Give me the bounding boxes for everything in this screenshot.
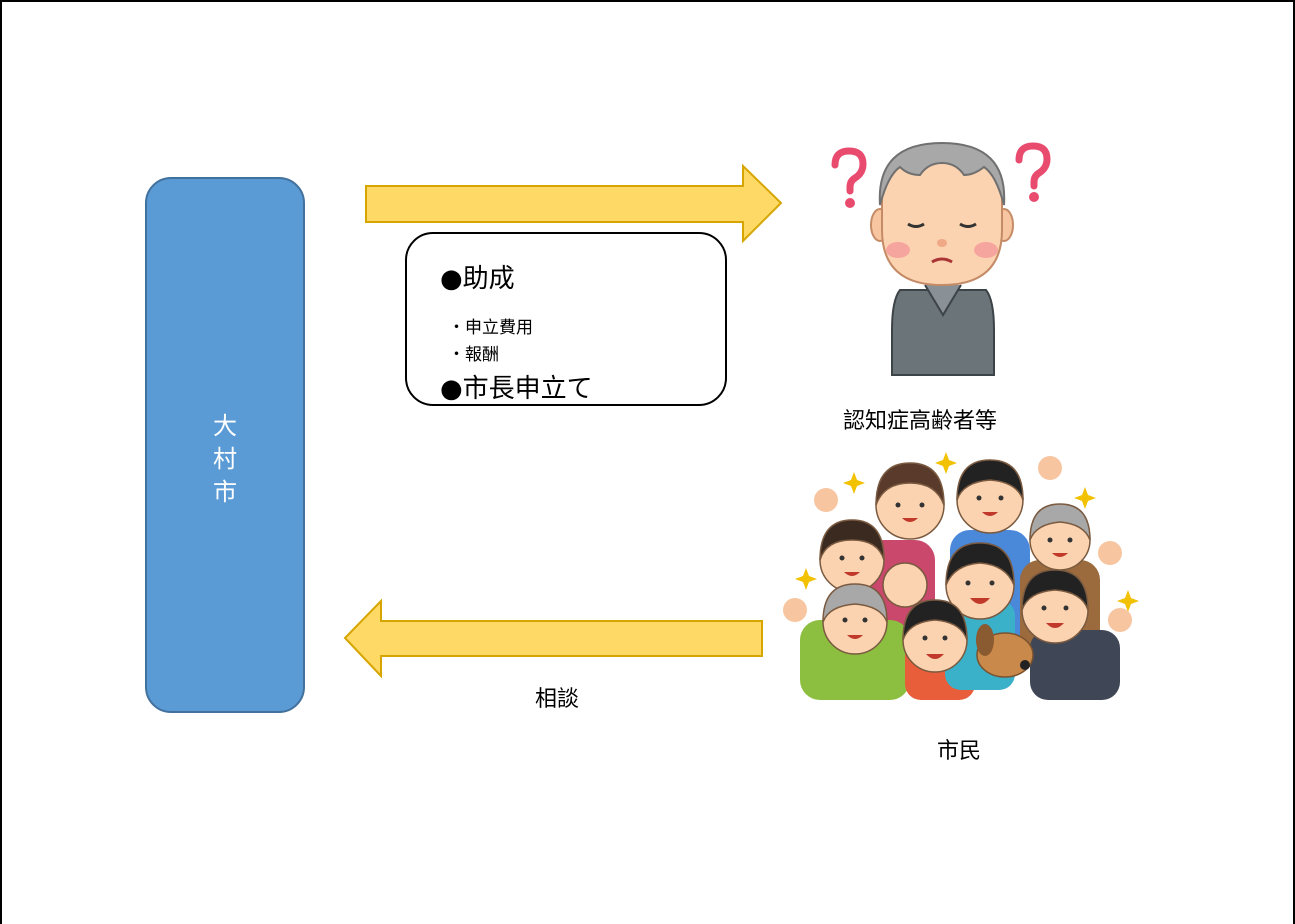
question-mark-left-icon [831,147,867,208]
item-remuneration: ・報酬 [448,345,499,365]
citizens-caption: 市民 [937,739,982,764]
question-mark-right-icon [1015,142,1051,202]
arrow-right [365,163,783,244]
consultation-caption: 相談 [535,687,580,712]
city-label: 大村市 [213,412,237,506]
mayor-application-heading: ●市長申立て [440,374,593,404]
elderly-caption: 認知症高齢者等 [843,409,998,434]
city-box [145,177,305,713]
info-box [405,232,727,406]
arrow-left [343,598,763,679]
subsidy-heading: ●助成 [440,264,515,294]
item-application-fee: ・申立費用 [448,318,533,338]
